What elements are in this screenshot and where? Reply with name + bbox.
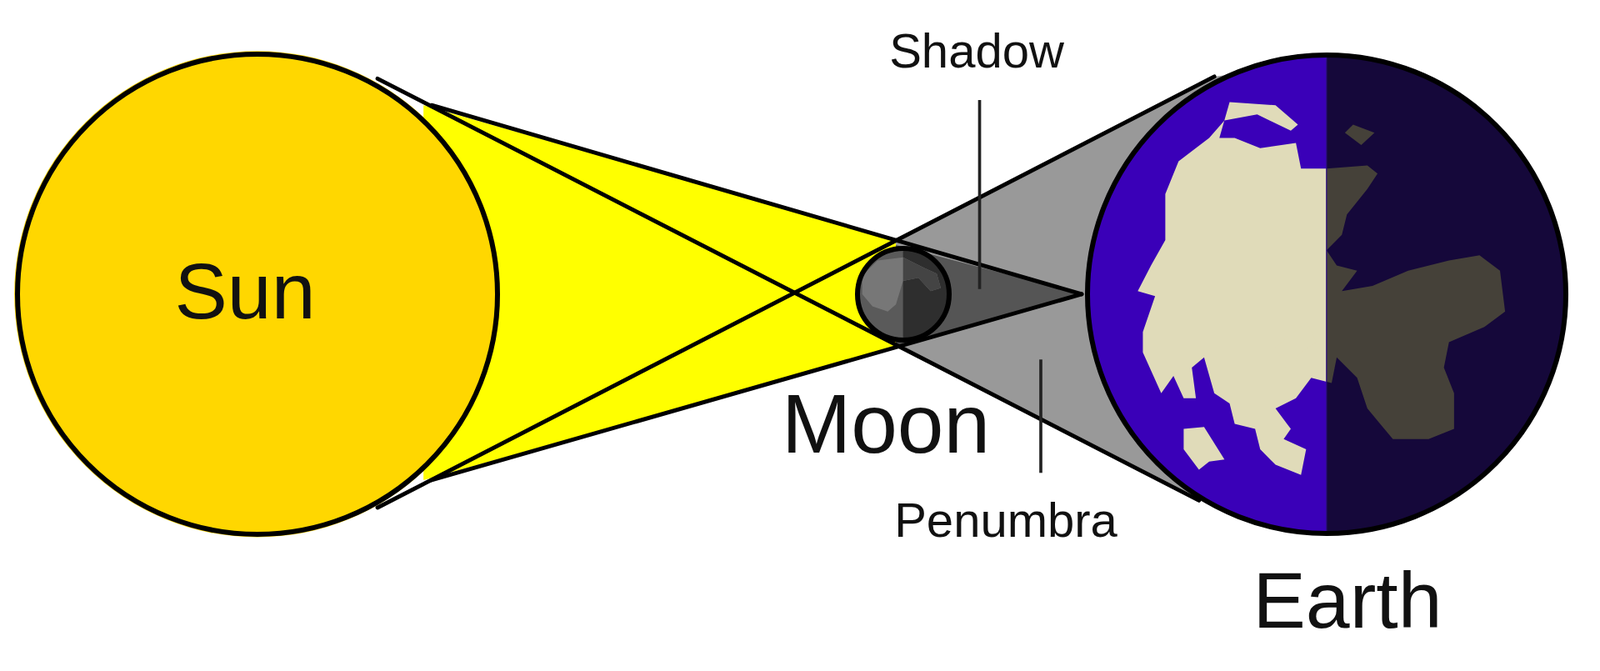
leader-line <box>978 100 982 290</box>
circle-outline <box>1085 52 1569 536</box>
node-label: Moon <box>781 377 990 470</box>
node-label: Earth <box>1252 556 1442 645</box>
leader-line <box>1039 359 1043 473</box>
earth-circle: Earth <box>1085 52 1569 536</box>
moon-circle: Moon <box>855 245 952 343</box>
sun-circle: Sun <box>15 51 500 537</box>
circle-outline <box>855 245 952 343</box>
callout-label: Penumbra <box>894 493 1118 547</box>
callout-label: Shadow <box>889 24 1065 78</box>
node-label: Sun <box>174 247 315 335</box>
